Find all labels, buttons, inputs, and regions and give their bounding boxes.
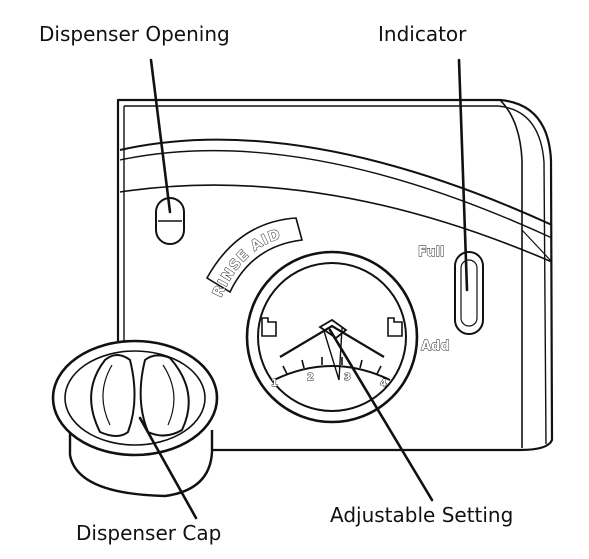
indicator-window: [454, 251, 484, 335]
dispenser-cap: [51, 339, 219, 498]
dispenser-opening: [155, 197, 185, 245]
dial-mark-2: 2: [307, 372, 314, 383]
leader-dispenser-opening: [149, 58, 172, 214]
indicator-label: Indicator: [378, 22, 467, 46]
dial-mark-1: 1: [271, 378, 278, 389]
dispenser-cap-label: Dispenser Cap: [76, 521, 222, 545]
leader-adjustable-setting: [328, 328, 434, 502]
leader-lines: [138, 58, 469, 520]
full-label: Full: [418, 245, 444, 260]
leader-indicator: [457, 58, 469, 292]
adjustable-setting-label: Adjustable Setting: [330, 503, 514, 527]
leader-dispenser-cap: [138, 416, 198, 520]
dispenser-opening-label: Dispenser Opening: [39, 22, 230, 46]
dial-mark-3: 3: [344, 372, 351, 383]
dial-mark-4: 4: [380, 378, 387, 389]
add-label: Add: [421, 339, 450, 354]
dial-scale-ticks: [282, 357, 382, 375]
adjustable-setting-dial: 1 2 3 4: [245, 250, 419, 424]
